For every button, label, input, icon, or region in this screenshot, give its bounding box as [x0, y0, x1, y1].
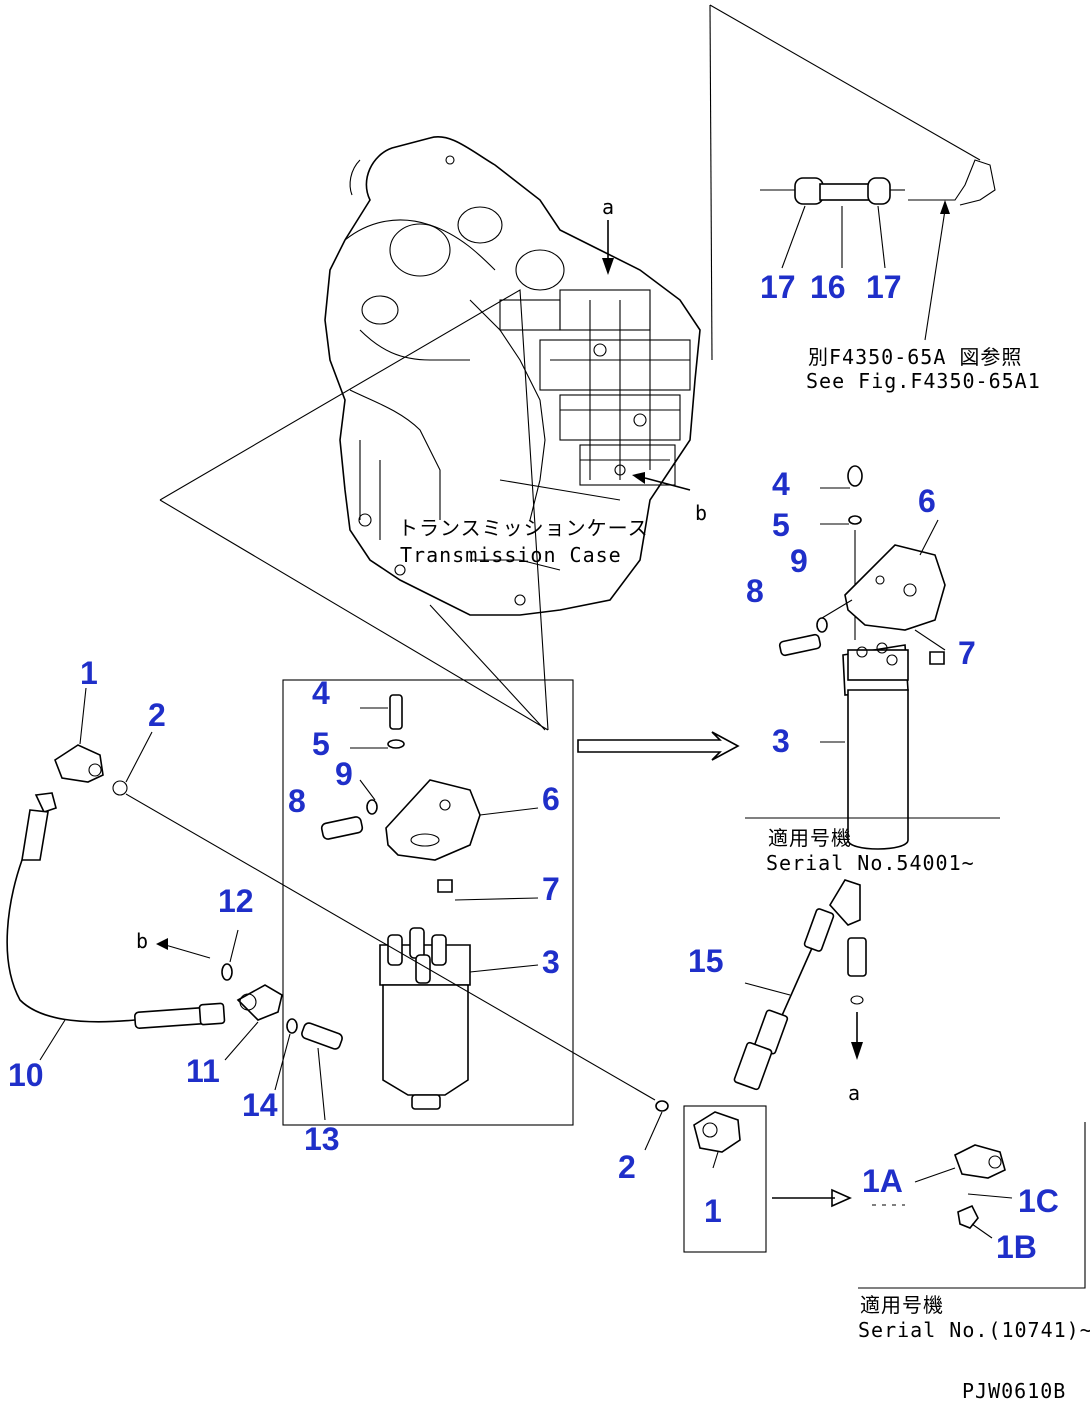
callout-6-detail: 6	[542, 781, 560, 817]
leader-lines	[159, 4, 981, 731]
callout-14: 14	[242, 1087, 278, 1123]
transmission-case-label-jp: トランスミッションケース	[398, 516, 649, 540]
callout-1-left: 1	[80, 655, 98, 691]
svg-text:a: a	[602, 195, 615, 219]
filter-assembly-detail	[320, 694, 573, 1126]
callout-10: 10	[8, 1057, 44, 1093]
callout-17-left: 17	[760, 269, 796, 305]
letter-b-left: b	[136, 929, 149, 953]
callout-8-right: 8	[746, 573, 764, 609]
callout-15: 15	[688, 943, 724, 979]
callout-11: 11	[186, 1053, 220, 1089]
serial-label-en-1: Serial No.54001~	[766, 851, 975, 875]
callout-4-right: 4	[772, 466, 790, 502]
callout-13: 13	[304, 1121, 340, 1157]
callout-2-left: 2	[148, 697, 166, 733]
transmission-case-label-en: Transmission Case	[400, 543, 622, 567]
callout-16: 16	[810, 269, 846, 305]
callout-4-detail: 4	[312, 675, 330, 711]
callout-3-detail: 3	[542, 944, 560, 980]
arrow-a-top: a	[602, 195, 615, 275]
callout-1A: 1A	[862, 1163, 903, 1199]
callout-9-detail: 9	[335, 756, 353, 792]
callout-3-right: 3	[772, 723, 790, 759]
letter-a-bottom: a	[848, 1081, 861, 1105]
see-fig-jp: 別F4350-65A 図参照	[808, 345, 1022, 369]
detail-arrow-right	[577, 731, 740, 761]
callout-7-detail: 7	[542, 871, 560, 907]
callout-1-bottom: 1	[704, 1193, 722, 1229]
svg-text:b: b	[695, 501, 708, 525]
callout-12: 12	[218, 883, 254, 919]
hose-assembly-15	[733, 879, 867, 1091]
serial-label-jp-1: 適用号機	[768, 826, 852, 850]
serial-label-en-2: Serial No.(10741)~	[858, 1318, 1090, 1342]
callout-5-right: 5	[772, 507, 790, 543]
serial-label-jp-2: 適用号機	[860, 1293, 944, 1317]
hose-assembly-upper	[760, 159, 996, 341]
callout-7-right: 7	[958, 635, 976, 671]
callout-2-bottom: 2	[618, 1149, 636, 1185]
hose-assembly-left	[6, 687, 656, 1121]
see-fig-en: See Fig.F4350-65A1	[806, 369, 1041, 393]
switch-assembly	[644, 1100, 1086, 1289]
arrow-b-right: b	[632, 472, 708, 525]
drawing-code: PJW0610B	[962, 1379, 1066, 1403]
callout-6-right: 6	[918, 483, 936, 519]
callout-8-detail: 8	[288, 783, 306, 819]
callout-1C: 1C	[1018, 1183, 1059, 1219]
filter-assembly-right	[778, 465, 946, 850]
callout-5-detail: 5	[312, 726, 330, 762]
callout-1B: 1B	[996, 1229, 1037, 1265]
callout-17-right: 17	[866, 269, 902, 305]
callout-9-right: 9	[790, 543, 808, 579]
transmission-case-drawing	[324, 136, 701, 616]
